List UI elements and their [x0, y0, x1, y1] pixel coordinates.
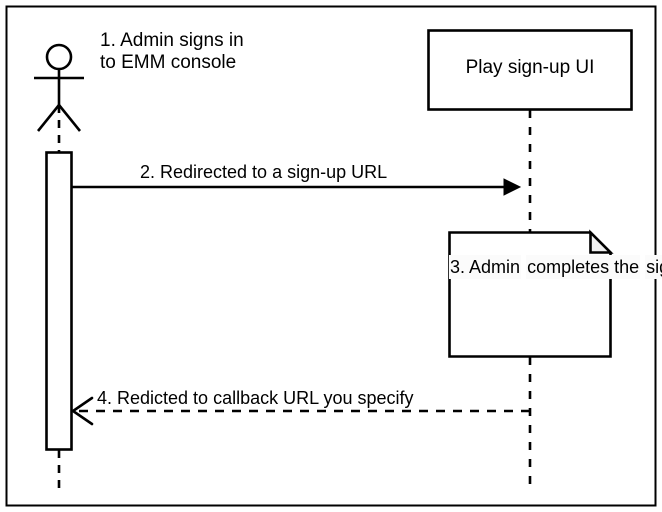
- actor-right-leg-line: [57, 104, 82, 132]
- actor-left-leg-line: [36, 104, 61, 132]
- note-line-3: sign-up form: [645, 255, 662, 280]
- play-signup-ui-label: Play sign-up UI: [465, 57, 595, 78]
- actor-head-icon: [45, 43, 73, 71]
- play-signup-ui-box: [427, 29, 633, 111]
- message-2-arrowhead-icon: [503, 178, 522, 196]
- actor-caption-line-1: 1. Admin signs in: [100, 30, 244, 51]
- message-4-arrowhead-icon: [70, 396, 94, 426]
- note-body: [448, 231, 612, 358]
- note-admin-completes-form-text: 3. Admin completes the sign-up form: [449, 255, 662, 280]
- note-folded-corner-icon: [589, 229, 614, 254]
- note-line-2: completes the: [526, 255, 641, 280]
- message-4-label: 4. Redicted to callback URL you specify: [97, 388, 414, 408]
- actor-caption-line-2: to EMM console: [100, 52, 237, 74]
- note-line-1: 3. Admin: [449, 255, 522, 280]
- actor-caption: 1. Admin signs in to EMM console: [100, 30, 244, 75]
- actor-activation-bar: [45, 151, 73, 451]
- message-2-label: 2. Redirected to a sign-up URL: [140, 162, 388, 182]
- note-admin-completes-form-shape: [448, 229, 614, 358]
- admin-actor-figure: [34, 43, 84, 132]
